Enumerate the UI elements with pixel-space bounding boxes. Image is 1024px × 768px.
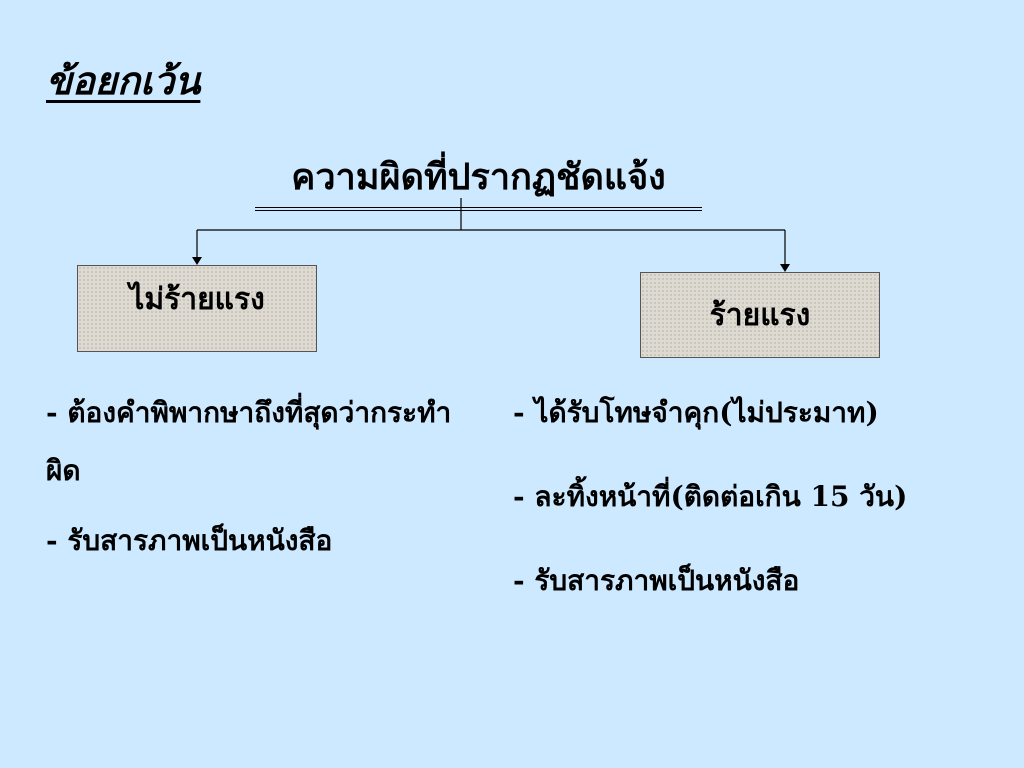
arrowhead-right	[780, 264, 790, 272]
severe-list: - ได้รับโทษจำคุก(ไม่ประมาท) - ละทิ้งหน้า…	[513, 384, 993, 636]
not-severe-list: - ต้องคำพิพากษาถึงที่สุดว่ากระทำผิด - รั…	[46, 384, 456, 582]
list-item: - ต้องคำพิพากษาถึงที่สุดว่ากระทำผิด	[46, 396, 452, 487]
list-item: - รับสารภาพเป็นหนังสือ	[46, 524, 333, 557]
list-item: - รับสารภาพเป็นหนังสือ	[513, 564, 800, 597]
root-node-title: ความผิดที่ปรากฏชัดแจ้ง	[255, 148, 702, 211]
node-severe: ร้ายแรง	[640, 272, 880, 358]
node-not-severe: ไม่ร้ายแรง	[77, 265, 317, 352]
node-severe-label: ร้ายแรง	[709, 297, 811, 333]
list-item: - ได้รับโทษจำคุก(ไม่ประมาท)	[513, 396, 879, 429]
node-not-severe-label: ไม่ร้ายแรง	[129, 282, 265, 317]
heading: ข้อยกเว้น	[46, 58, 201, 103]
arrowhead-left	[192, 257, 202, 265]
list-item: - ละทิ้งหน้าที่(ติดต่อเกิน 15 วัน)	[513, 480, 908, 513]
